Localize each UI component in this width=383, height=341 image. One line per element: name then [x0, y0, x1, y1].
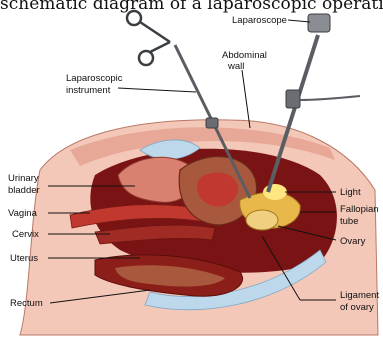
- label-urinary-bladder-2: bladder: [8, 185, 40, 196]
- label-fallopian-tube-1: Fallopian: [340, 204, 379, 215]
- label-laparoscope: Laparoscope: [232, 15, 287, 26]
- label-rectum: Rectum: [10, 298, 43, 309]
- label-cervix: Cervix: [12, 229, 39, 240]
- label-abdominal-wall-1: Abdominal: [222, 50, 267, 61]
- label-uterus: Uterus: [10, 253, 38, 264]
- instrument-handle: [140, 22, 170, 52]
- label-light: Light: [340, 187, 361, 198]
- laparoscope-port: [286, 90, 300, 108]
- label-ligament-1: Ligament: [340, 290, 379, 301]
- label-instrument-1: Laparoscopic: [66, 73, 123, 84]
- instrument-ring-bottom: [139, 51, 153, 65]
- label-ovary: Ovary: [340, 236, 366, 247]
- leader-laparoscope: [288, 20, 310, 22]
- label-abdominal-wall-2: wall: [227, 61, 244, 72]
- leader-abdominal-wall: [242, 70, 250, 128]
- laparoscope-light-cable: [300, 96, 360, 100]
- label-ligament-2: of ovary: [340, 302, 374, 313]
- label-fallopian-tube-2: tube: [340, 216, 359, 227]
- ovary: [246, 210, 278, 230]
- label-instrument-2: instrument: [66, 85, 111, 96]
- light-glow: [263, 184, 287, 200]
- laparoscope-head: [308, 14, 330, 32]
- label-vagina: Vagina: [8, 208, 38, 219]
- instrument-ring-top: [127, 11, 141, 25]
- label-urinary-bladder-1: Urinary: [8, 173, 39, 184]
- instrument-port: [206, 118, 218, 128]
- leader-instrument: [118, 88, 196, 92]
